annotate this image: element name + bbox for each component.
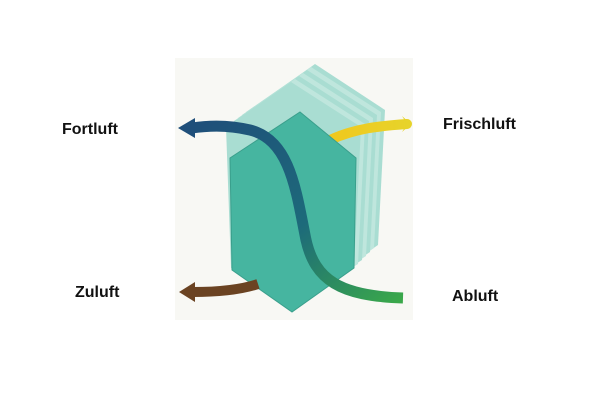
zuluft-stream	[192, 279, 260, 297]
fortluft-arrowhead	[178, 118, 195, 138]
label-fortluft: Fortluft	[62, 121, 118, 138]
label-abluft: Abluft	[452, 288, 499, 305]
frischluft-stream	[325, 119, 412, 145]
abluft-fortluft-stream	[191, 120, 404, 304]
exchanger-front-face	[230, 112, 356, 312]
zuluft-arrowhead	[179, 282, 195, 302]
label-frischluft: Frischluft	[443, 116, 516, 133]
label-zuluft: Zuluft	[75, 284, 120, 301]
frischluft-tail	[402, 116, 411, 132]
